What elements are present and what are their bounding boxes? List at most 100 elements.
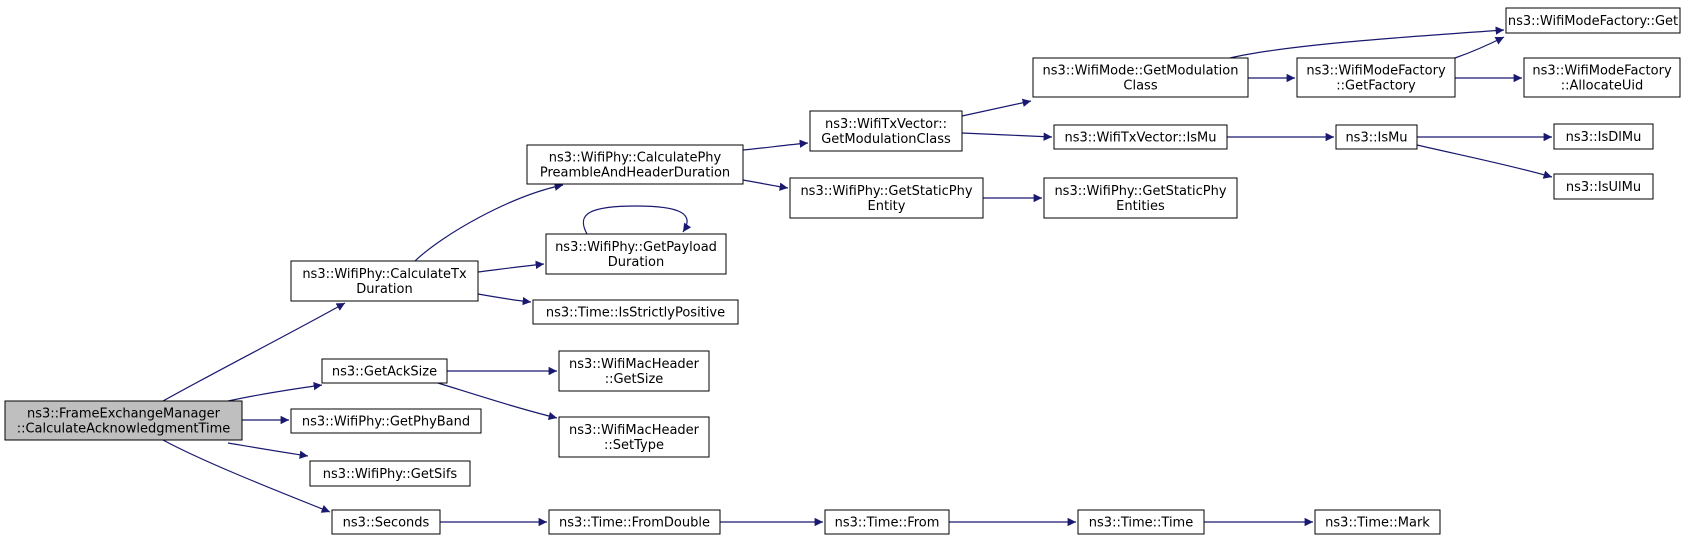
node-box [1077, 509, 1205, 535]
node-modeGetModClass[interactable]: ns3::WifiMode::GetModulationClass [1032, 57, 1249, 98]
node-box [1335, 124, 1418, 150]
node-macGetSize[interactable]: ns3::WifiMacHeader::GetSize [558, 350, 710, 392]
node-isMu[interactable]: ns3::IsMu [1335, 124, 1418, 150]
node-label-line: ns3::WifiModeFactory [1532, 64, 1672, 79]
edge-root-to-getAckSize [227, 381, 323, 402]
edge-calcTx-to-isStrictlyPos [477, 293, 532, 306]
node-box [1314, 509, 1441, 535]
node-label-line: ns3::FrameExchangeManager [27, 407, 221, 422]
node-label-line: ns3::WifiMode::GetModulation [1043, 64, 1239, 79]
node-box [809, 110, 963, 152]
node-label-line: Entities [1116, 199, 1165, 214]
node-isUlMu[interactable]: ns3::IsUlMu [1553, 173, 1654, 200]
node-box [290, 260, 479, 302]
node-label-line: ns3::Time::From [835, 516, 940, 531]
node-timeFrom[interactable]: ns3::Time::From [824, 509, 950, 535]
node-getAckSize[interactable]: ns3::GetAckSize [321, 358, 448, 384]
node-label-line: ns3::Time::FromDouble [559, 516, 710, 531]
node-box [1553, 123, 1654, 150]
node-box [331, 509, 441, 535]
node-label-line: ::GetSize [605, 372, 664, 387]
node-label-line: ns3::GetAckSize [332, 365, 437, 380]
node-allocateUid[interactable]: ns3::WifiModeFactory::AllocateUid [1523, 57, 1681, 98]
node-box [1523, 57, 1681, 98]
node-root[interactable]: ns3::FrameExchangeManager::CalculateAckn… [4, 400, 243, 441]
node-isStrictlyPos[interactable]: ns3::Time::IsStrictlyPositive [532, 299, 739, 325]
node-box [545, 233, 727, 275]
node-label-line: ns3::WifiMacHeader [569, 423, 700, 438]
node-box [789, 177, 984, 219]
node-label-line: ns3::IsMu [1345, 131, 1407, 146]
node-label-line: ns3::WifiModeFactory::Get [1508, 14, 1678, 29]
node-seconds[interactable]: ns3::Seconds [331, 509, 441, 535]
node-box [1296, 57, 1456, 98]
node-label-line: ns3::WifiMacHeader [569, 357, 700, 372]
edge-calcTx-to-calcPreamble [414, 182, 564, 262]
node-getPhyBand[interactable]: ns3::WifiPhy::GetPhyBand [290, 408, 482, 434]
node-box [1053, 124, 1228, 150]
edge-calcPreamble-to-txGetModClass [742, 139, 809, 151]
node-box [558, 350, 710, 392]
edge-root-to-getSifs [227, 442, 309, 459]
node-getSifs[interactable]: ns3::WifiPhy::GetSifs [309, 460, 471, 487]
node-label-line: ns3::Time::Mark [1325, 516, 1430, 531]
node-timeMark[interactable]: ns3::Time::Mark [1314, 509, 1441, 535]
node-label-line: ns3::WifiPhy::CalculatePhy [549, 151, 722, 166]
edge-calcPreamble-to-getStaticPhyEntity [742, 179, 789, 191]
node-label-line: ::AllocateUid [1561, 79, 1643, 94]
node-box [290, 408, 482, 434]
node-label-line: ns3::Time::IsStrictlyPositive [546, 306, 725, 321]
node-box [1553, 173, 1654, 200]
node-label-line: Entity [868, 199, 906, 214]
node-label-line: ns3::WifiTxVector:: [825, 117, 947, 132]
node-label-line: GetModulationClass [821, 132, 951, 147]
node-label-line: ::GetFactory [1336, 79, 1416, 94]
node-fromDouble[interactable]: ns3::Time::FromDouble [548, 509, 721, 535]
node-box [824, 509, 950, 535]
node-calcPreamble[interactable]: ns3::WifiPhy::CalculatePhyPreambleAndHea… [526, 144, 744, 185]
node-label-line: Class [1123, 79, 1157, 94]
node-box [309, 460, 471, 487]
node-label-line: PreambleAndHeaderDuration [540, 166, 730, 181]
edge-layer [162, 26, 1553, 527]
edge-txGetModClass-to-txIsMu [961, 132, 1053, 141]
node-label-line: ns3::WifiPhy::GetSifs [323, 467, 458, 482]
node-factoryGetFactory[interactable]: ns3::WifiModeFactory::GetFactory [1296, 57, 1456, 98]
node-label-line: ns3::WifiPhy::GetPayload [555, 240, 717, 255]
node-box [321, 358, 448, 384]
node-label-line: ns3::WifiPhy::GetStaticPhy [800, 184, 972, 199]
node-timeTime[interactable]: ns3::Time::Time [1077, 509, 1205, 535]
node-factoryGet[interactable]: ns3::WifiModeFactory::Get [1505, 7, 1681, 34]
node-box [548, 509, 721, 535]
node-label-line: ns3::WifiTxVector::IsMu [1064, 131, 1216, 146]
edge-calcTx-to-getPayload [477, 260, 545, 273]
node-box [1032, 57, 1249, 98]
node-label-line: ::CalculateAcknowledgmentTime [17, 422, 231, 437]
node-label-line: ns3::IsUlMu [1566, 180, 1641, 195]
edge-root-to-calcTx [162, 302, 346, 402]
node-box [4, 400, 243, 441]
node-box [526, 144, 744, 185]
edge-getPayload-to-getPayload [582, 205, 692, 235]
node-label-line: ns3::Time::Time [1089, 516, 1193, 531]
edge-isMu-to-isUlMu [1416, 144, 1553, 179]
node-txIsMu[interactable]: ns3::WifiTxVector::IsMu [1053, 124, 1228, 150]
node-label-line: ns3::IsDlMu [1566, 130, 1642, 145]
edge-modeGetModClass-to-factoryGet [1229, 26, 1505, 59]
node-label-line: ns3::WifiModeFactory [1306, 64, 1446, 79]
node-box [558, 416, 710, 458]
node-label-line: ns3::Seconds [343, 516, 430, 531]
node-box [1505, 7, 1681, 34]
node-label-line: Duration [608, 255, 664, 270]
node-txGetModClass[interactable]: ns3::WifiTxVector::GetModulationClass [809, 110, 963, 152]
edge-txGetModClass-to-modeGetModClass [961, 98, 1032, 117]
edge-root-to-seconds [162, 439, 331, 513]
node-macSetType[interactable]: ns3::WifiMacHeader::SetType [558, 416, 710, 458]
node-label-line: ::SetType [604, 438, 664, 453]
node-isDlMu[interactable]: ns3::IsDlMu [1553, 123, 1654, 150]
